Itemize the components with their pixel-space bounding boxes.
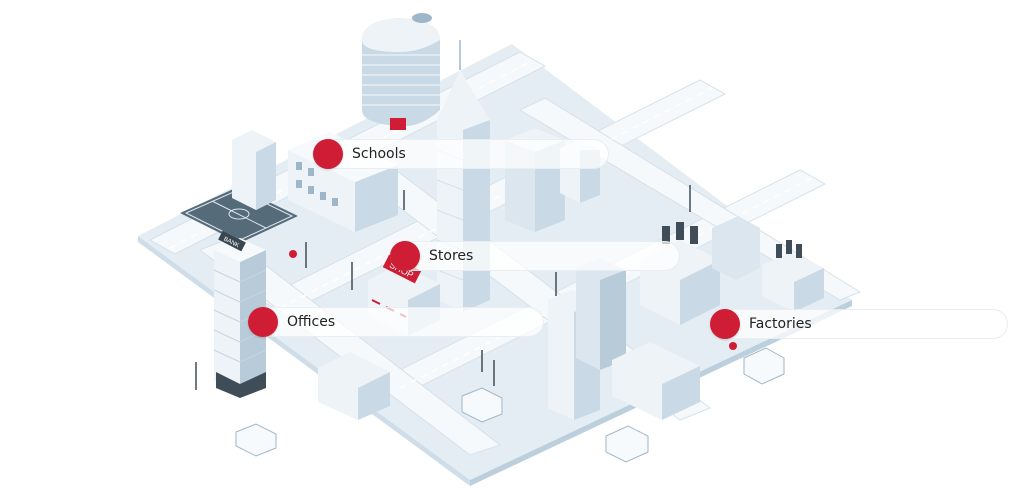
marker-stores-label: Stores xyxy=(429,248,474,264)
marker-offices-pill xyxy=(248,307,544,337)
football-field xyxy=(180,187,298,243)
marker-schools-label: Schools xyxy=(352,146,406,162)
marker-offices-dot[interactable] xyxy=(248,307,278,337)
marker-stores-dot[interactable] xyxy=(390,241,420,271)
marker-factories-pill xyxy=(710,309,1008,339)
van-bottom-right xyxy=(605,425,649,463)
lower-buildings xyxy=(318,342,700,420)
stop-signs xyxy=(289,250,737,350)
hotel-sign xyxy=(390,118,406,130)
marker-stores-pill xyxy=(390,241,680,271)
van-bottom-left xyxy=(235,423,277,457)
central-tower xyxy=(548,258,626,420)
marker-factories-label: Factories xyxy=(749,316,812,332)
marker-factories-dot[interactable] xyxy=(710,309,740,339)
marker-schools-dot[interactable] xyxy=(313,139,343,169)
vehicles xyxy=(235,347,785,463)
marker-offices-label: Offices xyxy=(287,314,336,330)
curved-office-tower xyxy=(362,13,440,130)
van-center xyxy=(461,387,503,423)
street-furniture xyxy=(195,185,691,390)
apartment-block xyxy=(232,130,276,210)
van-right xyxy=(743,347,785,385)
